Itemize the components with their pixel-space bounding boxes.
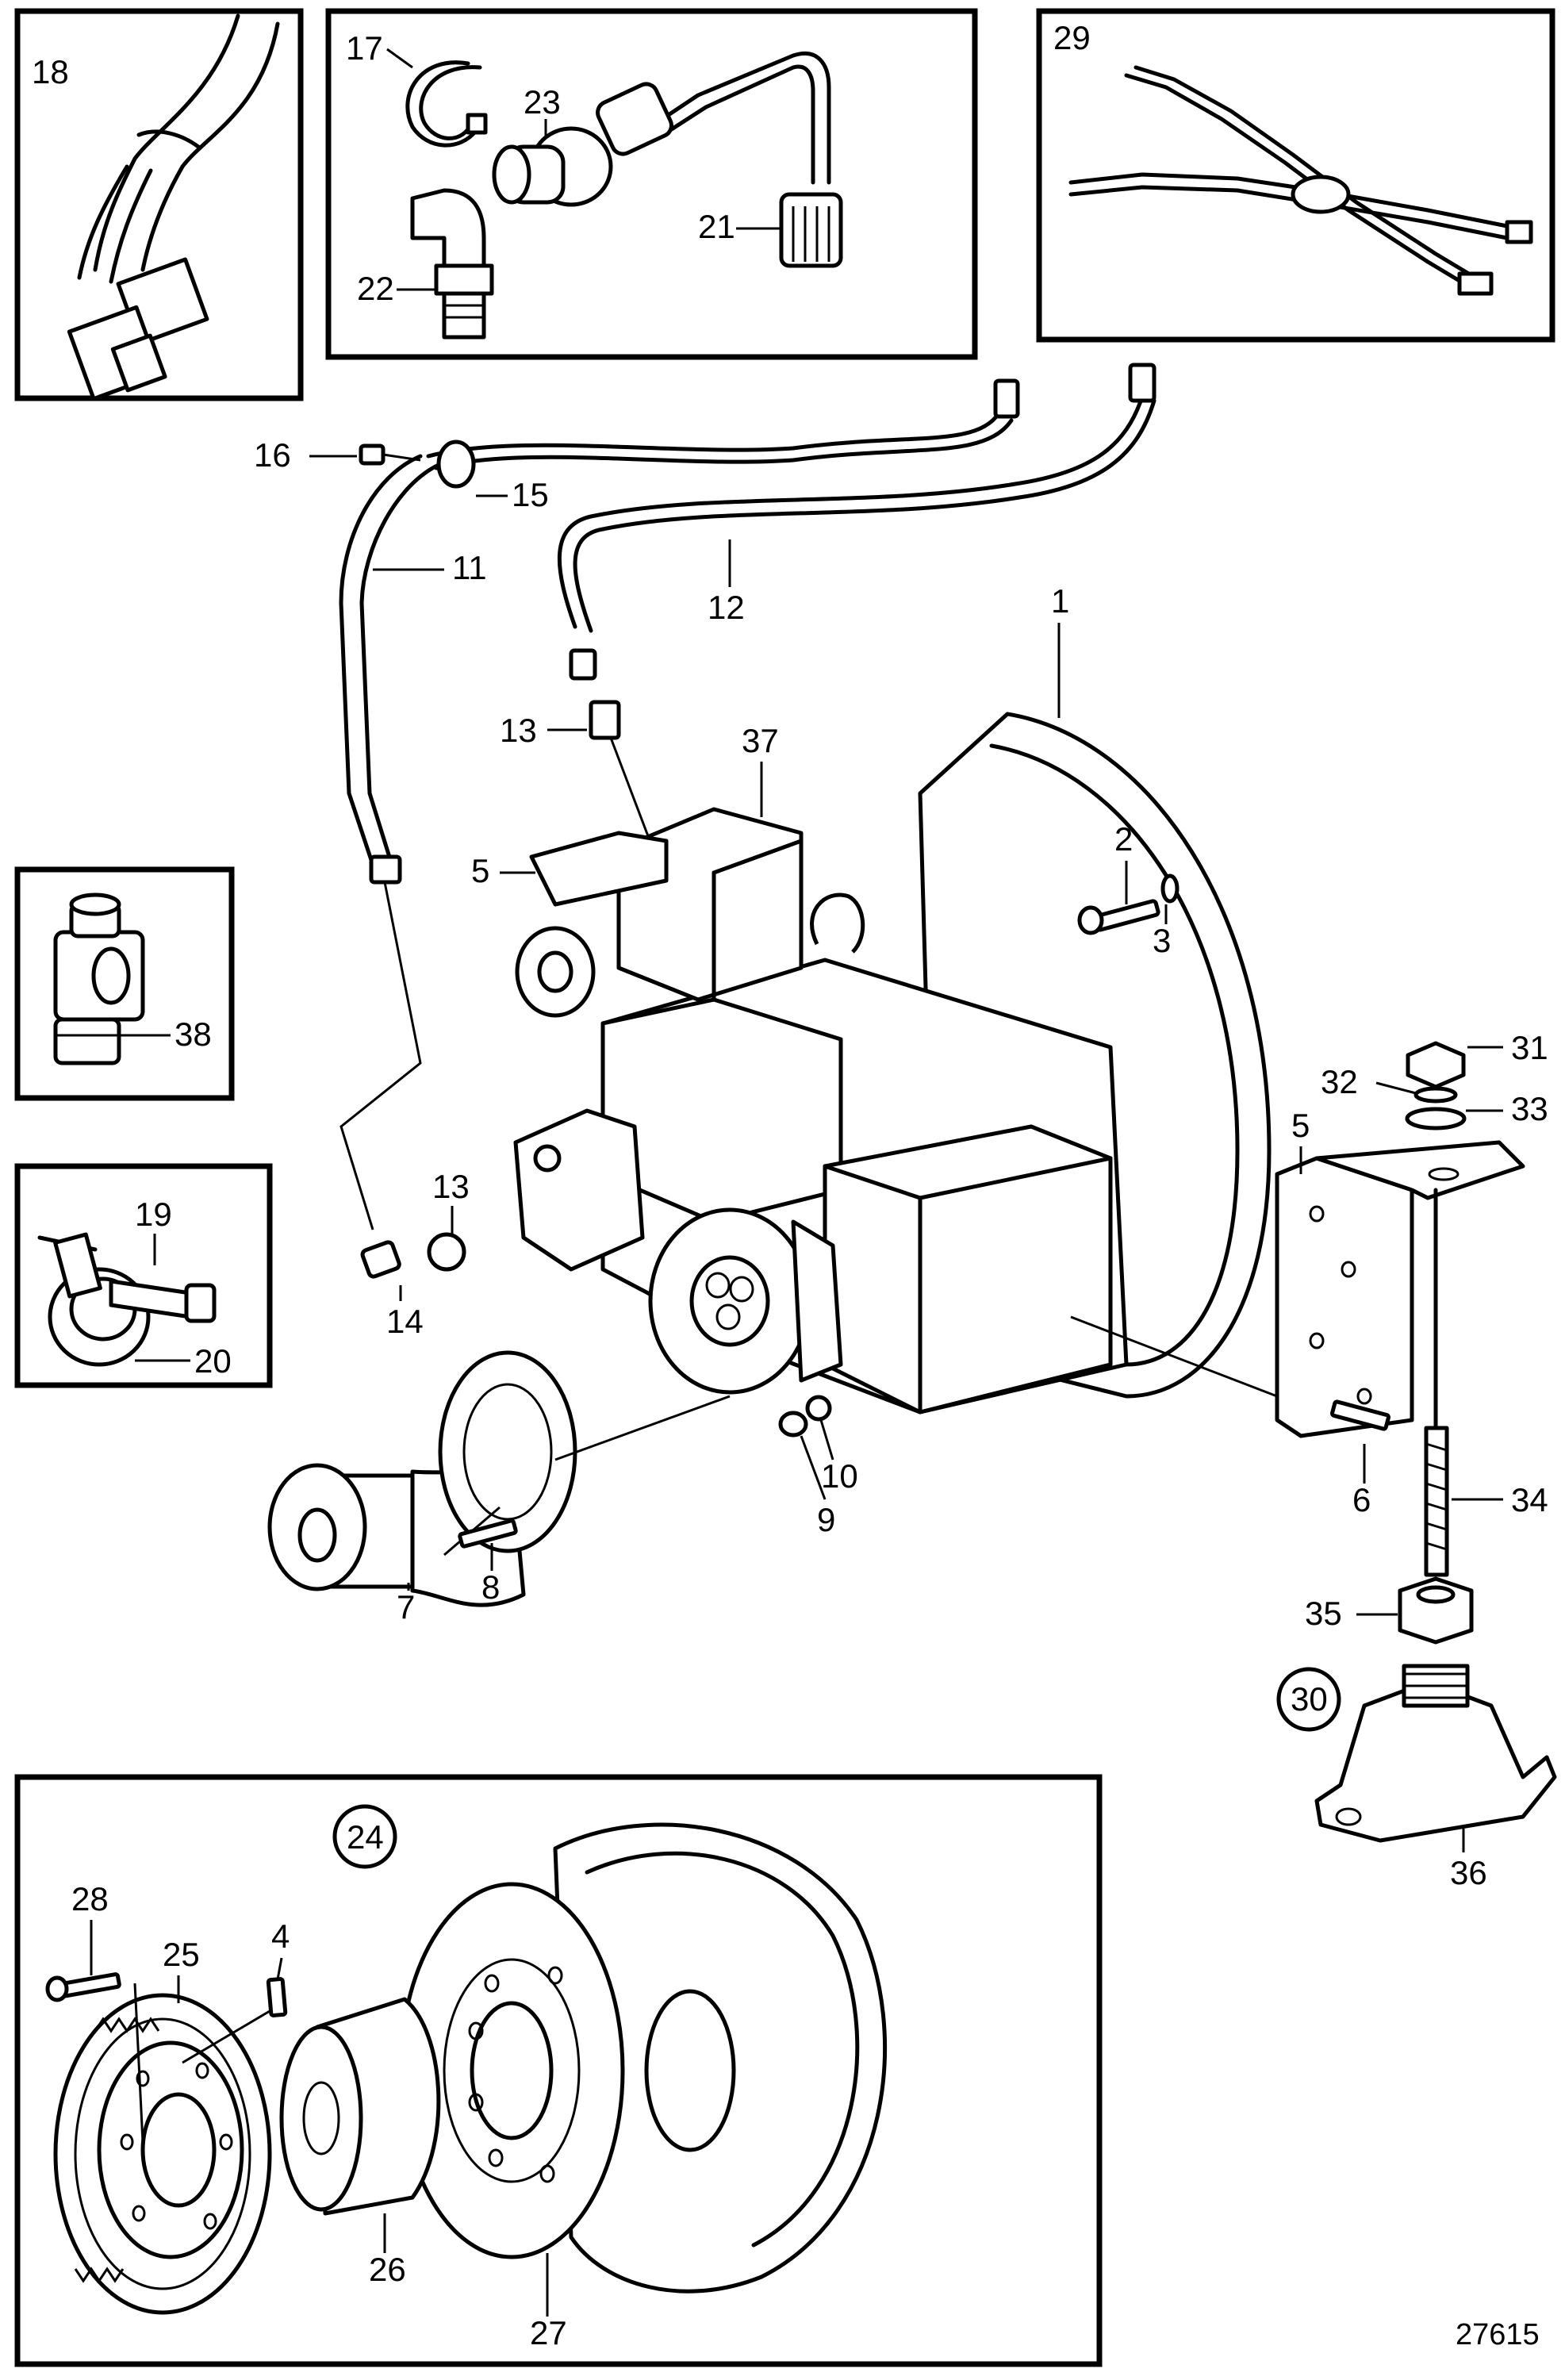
callout-4: 4	[271, 1917, 290, 1955]
inset-box-18: 18	[14, 8, 304, 401]
inset-box-29: 29	[1036, 8, 1555, 343]
callout-8: 8	[481, 1568, 500, 1606]
main-gearbox-assembly: 16 15 11 12 13 1 37 5	[254, 363, 1272, 1626]
callout-12: 12	[708, 589, 745, 626]
callout-38: 38	[175, 1015, 212, 1053]
callout-37: 37	[742, 722, 779, 759]
engine-mount-assembly: 5 6 31 32 33 34 35 30	[1070, 1029, 1557, 1891]
callout-25: 25	[163, 1936, 200, 1973]
callout-29: 29	[1053, 19, 1091, 56]
callout-30: 30	[1291, 1680, 1328, 1718]
inset-box-24: 24 27 26 25 28	[14, 1774, 1103, 2367]
callout-27: 27	[530, 2314, 567, 2351]
callout-6: 6	[1352, 1481, 1371, 1518]
callout-33: 33	[1511, 1090, 1548, 1127]
callout-15: 15	[512, 476, 549, 513]
callout-1: 1	[1051, 582, 1069, 620]
callout-2: 2	[1114, 820, 1133, 858]
inset-box-19-20: 19 20	[14, 1163, 273, 1388]
callout-5b: 5	[1291, 1107, 1310, 1144]
callout-16: 16	[254, 436, 291, 474]
callout-20: 20	[194, 1342, 232, 1380]
callout-14: 14	[386, 1303, 424, 1340]
callout-23: 23	[524, 83, 561, 121]
callout-22: 22	[357, 270, 394, 307]
callout-28: 28	[71, 1880, 109, 1917]
callout-19: 19	[135, 1196, 172, 1233]
callout-24: 24	[347, 1818, 384, 1856]
callout-3: 3	[1153, 922, 1171, 959]
callout-9: 9	[817, 1501, 835, 1538]
callout-34: 34	[1511, 1481, 1548, 1518]
figure-id: 27615	[1456, 2318, 1540, 2351]
callout-7: 7	[397, 1588, 415, 1626]
callout-35: 35	[1305, 1595, 1342, 1632]
callout-5: 5	[471, 852, 489, 889]
inset-box-17-23: 17 23 21 22	[325, 8, 978, 360]
callout-10: 10	[821, 1457, 858, 1495]
callout-36: 36	[1450, 1854, 1487, 1891]
callout-17: 17	[346, 29, 383, 67]
callout-26: 26	[369, 2251, 406, 2288]
callout-21: 21	[698, 208, 735, 245]
callout-13b: 13	[432, 1168, 470, 1205]
callout-11: 11	[452, 549, 487, 586]
callout-32: 32	[1321, 1063, 1358, 1100]
callout-31: 31	[1511, 1029, 1548, 1066]
inset-box-38: 38	[14, 866, 235, 1101]
callout-18: 18	[32, 53, 69, 90]
callout-13: 13	[500, 712, 537, 749]
